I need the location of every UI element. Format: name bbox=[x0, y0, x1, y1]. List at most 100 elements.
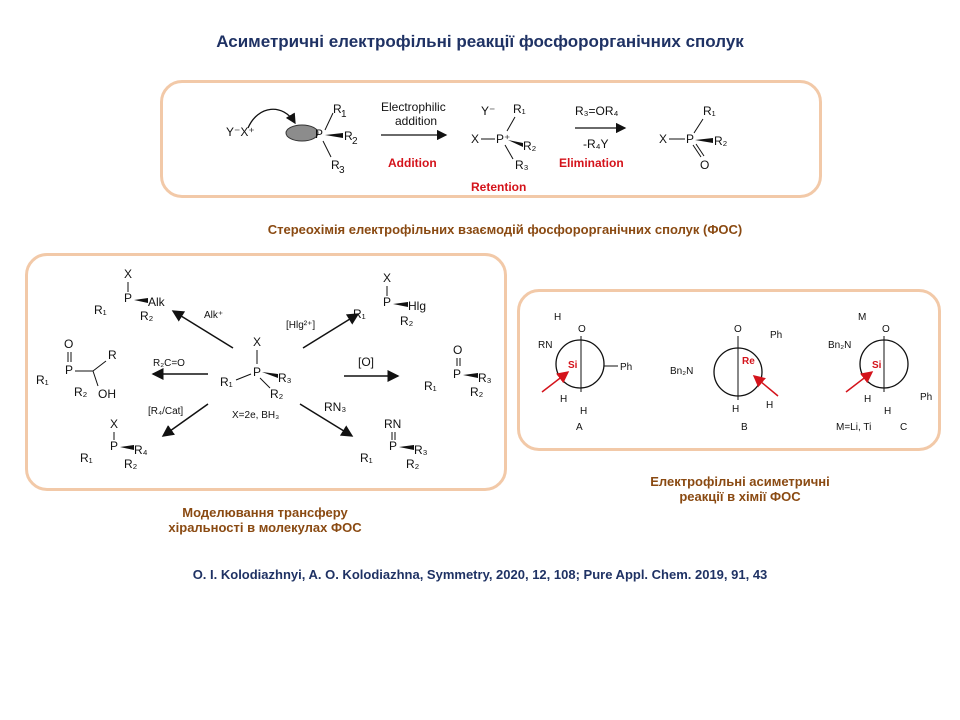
bond bbox=[92, 360, 107, 372]
hlg-substituent: Hlg bbox=[408, 299, 426, 313]
bond bbox=[693, 118, 704, 134]
bond bbox=[92, 370, 99, 387]
wedge-bond bbox=[262, 372, 278, 378]
oxygen-atom: O bbox=[578, 324, 586, 335]
h-atom: H bbox=[580, 406, 587, 417]
x-substituent: X bbox=[471, 132, 479, 146]
h-atom: H bbox=[884, 406, 891, 417]
h-atom: H bbox=[766, 400, 773, 411]
x-substituent: X bbox=[659, 132, 667, 146]
red-attack-arrow bbox=[541, 371, 570, 393]
r3-substituent: R₃ bbox=[414, 443, 428, 457]
r2-substituent: R₂ bbox=[74, 385, 88, 399]
bond bbox=[322, 140, 332, 158]
h-atom: H bbox=[560, 394, 567, 405]
r2-substituent: R₂ bbox=[470, 385, 484, 399]
r2-substituent: R bbox=[344, 129, 353, 143]
label-c: C bbox=[900, 422, 907, 433]
step1-label-1: Electrophilic bbox=[381, 100, 446, 114]
rn3-reagent: RN₃ bbox=[324, 400, 346, 414]
phosphorus-atom: P bbox=[110, 439, 118, 453]
ph-group: Ph bbox=[920, 392, 932, 403]
ph-group: Ph bbox=[620, 362, 632, 373]
reagent-label: Y⁻X⁺ bbox=[226, 125, 255, 139]
arrow-to-cat bbox=[161, 403, 209, 437]
oxygen-atom: O bbox=[453, 343, 462, 357]
r1-substituent: R₁ bbox=[80, 451, 93, 465]
r3-substituent: R₃ bbox=[515, 158, 529, 172]
r1-substituent: R₁ bbox=[703, 104, 716, 118]
bn2n-group: Bn₂N bbox=[670, 366, 693, 377]
caption-asymmetric-line2: реакції в хімії ФОС bbox=[679, 489, 801, 504]
oxygen-atom: O bbox=[734, 324, 742, 335]
wedge-bond bbox=[399, 445, 414, 450]
r4-substituent: R₄ bbox=[134, 443, 148, 457]
phosphonium-atom: P⁺ bbox=[496, 132, 510, 146]
hlg-reagent: [Hlg²⁺] bbox=[286, 320, 315, 331]
alk-substituent: Alk bbox=[148, 295, 166, 309]
si-face-label: Si bbox=[872, 360, 882, 371]
elimination-label: Elimination bbox=[559, 156, 624, 170]
phosphorus-atom: P bbox=[389, 439, 397, 453]
h-atom: H bbox=[864, 394, 871, 405]
left-scheme-box: X P R₁ R₃ R₂ X=2e, BH₃ Alk⁺ [Hlg²⁺] R₂C=… bbox=[25, 253, 507, 491]
center-note: X=2e, BH₃ bbox=[232, 410, 279, 421]
caption-modeling-line1: Моделювання трансферу bbox=[182, 505, 348, 520]
oxygen-atom: O bbox=[882, 324, 890, 335]
hydroxy-group: OH bbox=[98, 387, 116, 401]
phosphorus-atom: P bbox=[65, 363, 73, 377]
r1-substituent: R₁ bbox=[360, 451, 373, 465]
lone-pair-lobe bbox=[285, 124, 319, 142]
bond bbox=[506, 116, 516, 132]
chirality-transfer-scheme: X P R₁ R₃ R₂ X=2e, BH₃ Alk⁺ [Hlg²⁺] R₂C=… bbox=[36, 267, 492, 471]
wedge-bond bbox=[134, 298, 148, 303]
caption-modeling: Моделювання трансферу хіральності в моле… bbox=[120, 505, 410, 535]
subscript: 1 bbox=[341, 109, 347, 120]
c-note: M=Li, Ti bbox=[836, 422, 871, 433]
r3-substituent: R bbox=[331, 158, 340, 172]
phosphorus-atom: P bbox=[383, 295, 391, 309]
r2-substituent: R₂ bbox=[714, 134, 728, 148]
label-a: A bbox=[576, 422, 583, 433]
addition-label: Addition bbox=[388, 156, 437, 170]
phosphorus-atom: P bbox=[315, 127, 323, 141]
arrow-to-imine bbox=[299, 403, 354, 437]
wedge-bond bbox=[120, 445, 134, 450]
bond bbox=[235, 373, 252, 381]
newman-projections: H O RN Ph H H Si A O Ph Bn₂N Re H H B M … bbox=[538, 312, 932, 433]
r1-substituent: R₁ bbox=[513, 102, 526, 116]
x-substituent: X bbox=[110, 417, 118, 431]
label-b: B bbox=[741, 422, 748, 433]
h-atom: H bbox=[554, 312, 561, 323]
caption-asymmetric-line1: Електрофільні асиметричні bbox=[650, 474, 830, 489]
re-face-label: Re bbox=[742, 356, 755, 367]
bond bbox=[324, 112, 334, 131]
r2-substituent: R₂ bbox=[523, 139, 537, 153]
r2-substituent: R₂ bbox=[270, 387, 284, 401]
r1-substituent: R₁ bbox=[36, 373, 49, 387]
rn-group: RN bbox=[538, 340, 552, 351]
page-title: Асиметричні електрофільні реакції фосфор… bbox=[216, 32, 744, 51]
r3-substituent: R₃ bbox=[278, 371, 292, 385]
r2co-reagent: R₂C=O bbox=[153, 358, 185, 369]
r2-substituent: R₂ bbox=[400, 314, 414, 328]
caption-modeling-line2: хіральності в молекулах ФОС bbox=[168, 520, 362, 535]
bond bbox=[504, 144, 514, 160]
cat-reagent: [R₄/Cat] bbox=[148, 406, 183, 417]
right-scheme-box: H O RN Ph H H Si A O Ph Bn₂N Re H H B M … bbox=[517, 289, 941, 451]
si-face-label: Si bbox=[568, 360, 578, 371]
y-anion: Y⁻ bbox=[481, 104, 495, 118]
phosphorus-atom: P bbox=[453, 367, 461, 381]
arrow-to-hlg bbox=[302, 313, 360, 349]
r-substituent: R bbox=[108, 348, 117, 362]
oxygen-atom: O bbox=[700, 158, 709, 172]
phosphorus-atom: P bbox=[686, 132, 694, 146]
phosphorus-atom: P bbox=[253, 365, 261, 379]
wedge-bond bbox=[325, 133, 343, 138]
oxygen-atom: O bbox=[64, 337, 73, 351]
r3-substituent: R₃ bbox=[478, 371, 492, 385]
r1-substituent: R₁ bbox=[424, 379, 437, 393]
wedge-bond bbox=[463, 373, 478, 378]
wedge-bond bbox=[508, 140, 523, 147]
r1-substituent: R bbox=[333, 102, 342, 116]
